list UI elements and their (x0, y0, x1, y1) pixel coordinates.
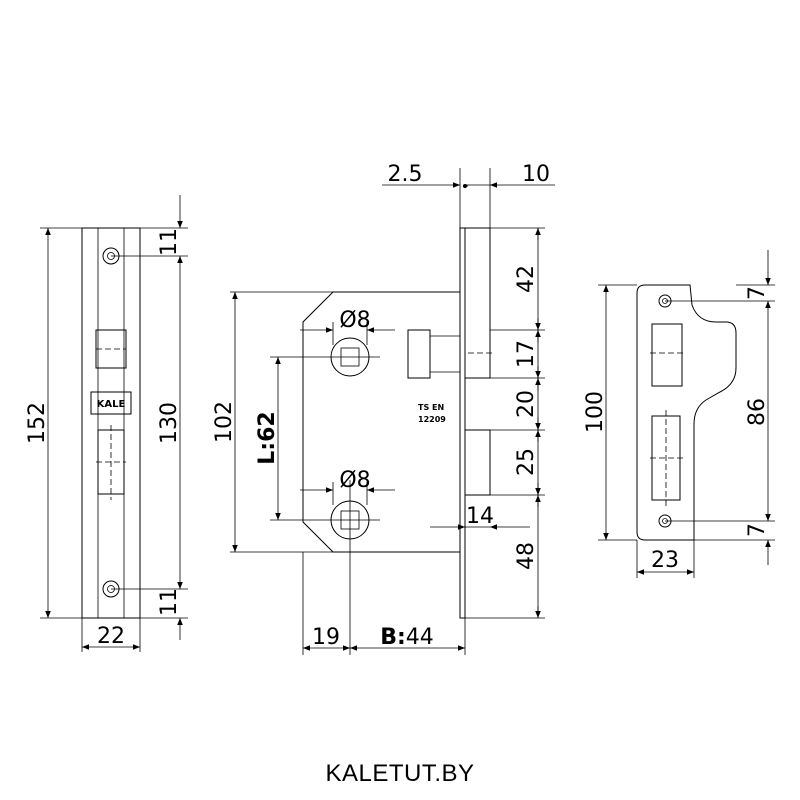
lock-dim-42: 42 (514, 265, 539, 293)
lock-dim-102: 102 (212, 401, 237, 443)
faceplate-outline (81, 227, 141, 619)
faceplate-dim-22: 22 (97, 624, 125, 649)
lock-body-view: TS EN 12209 (212, 162, 555, 655)
faceplate-logo: KALE (97, 399, 126, 410)
faceplate-logo-box (90, 391, 132, 415)
faceplate-dim-152: 152 (25, 402, 50, 444)
lock-dim-20: 20 (514, 390, 539, 418)
lock-dim-diameter-top: Ø8 (339, 308, 370, 333)
strike-dim-100: 100 (583, 391, 608, 433)
strike-dim-23: 23 (651, 548, 679, 573)
lock-latch (407, 329, 431, 379)
lock-dim-diameter-bottom: Ø8 (339, 468, 370, 493)
strike-plate-outline (636, 284, 737, 541)
lock-dim-backset-prefix: B: (380, 625, 406, 650)
lock-stamp-line2: 12209 (418, 415, 446, 424)
faceplate-dim-130: 130 (157, 402, 182, 444)
lock-dim-backset-value: 44 (406, 625, 434, 650)
site-watermark: KALETUT.BY (325, 760, 475, 787)
lock-faceplate-edge (459, 227, 466, 619)
lock-latch-plate (464, 227, 491, 379)
lock-dim-10: 10 (522, 162, 550, 187)
strike-dim-86: 86 (745, 398, 770, 426)
lock-deadbolt-plate (464, 429, 491, 496)
faceplate-view: KALE 152 130 11 11 22 (25, 195, 188, 652)
svg-text:B:44: B:44 (380, 625, 434, 650)
lock-dim-14: 14 (466, 504, 494, 529)
strike-dim-bottom-hole: 7 (745, 523, 770, 537)
faceplate-dim-top-hole: 11 (157, 228, 182, 256)
lock-stamp-line1: TS EN (418, 403, 444, 412)
faceplate-dim-bottom-hole: 11 (157, 588, 182, 616)
lock-dim-19: 19 (312, 625, 340, 650)
lock-dim-62: L:62 (255, 411, 280, 464)
strike-latch-opening (651, 323, 683, 387)
lock-dim-2-5: 2.5 (388, 162, 423, 187)
lock-dim-17: 17 (514, 340, 539, 368)
strike-dim-top-hole: 7 (745, 286, 770, 300)
strike-plate-view: 100 86 7 7 23 (583, 250, 775, 578)
lock-dim-48: 48 (514, 542, 539, 570)
lock-dim-25: 25 (514, 448, 539, 476)
